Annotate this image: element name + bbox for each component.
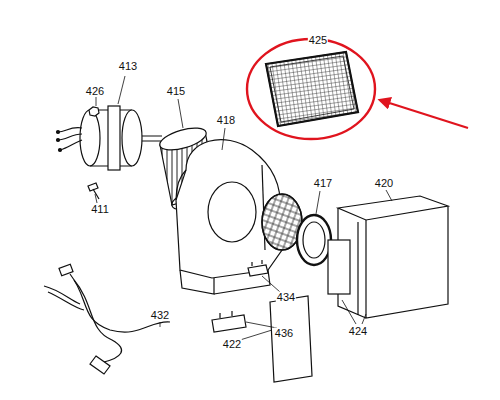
nut — [89, 107, 99, 116]
callout-number: 415 — [166, 86, 186, 97]
highlight-arrow — [380, 100, 468, 128]
cover-plate — [270, 296, 312, 382]
callout-number: 426 — [85, 86, 105, 97]
leader-lines — [95, 76, 392, 340]
callout-number: 436 — [274, 328, 294, 339]
callout-number: 418 — [216, 115, 236, 126]
callout-number: 424 — [348, 326, 368, 337]
callout-number: 420 — [374, 178, 394, 189]
callout-number: 411 — [90, 204, 110, 215]
callout-number: 413 — [118, 61, 138, 72]
callout-number: 422 — [222, 339, 242, 350]
power-cord — [44, 264, 170, 374]
terminal-block — [248, 260, 268, 276]
grease-filter — [266, 52, 358, 126]
callout-number: 425 — [308, 35, 328, 46]
callout-number: 432 — [150, 310, 170, 321]
highlight-circle — [247, 39, 375, 139]
screw — [88, 183, 99, 199]
gasket-ring — [297, 215, 331, 265]
blower-motor — [57, 106, 163, 170]
duct-box — [328, 196, 448, 318]
callout-number: 417 — [313, 178, 333, 189]
switch-block — [212, 311, 246, 332]
callout-number: 434 — [276, 292, 296, 303]
